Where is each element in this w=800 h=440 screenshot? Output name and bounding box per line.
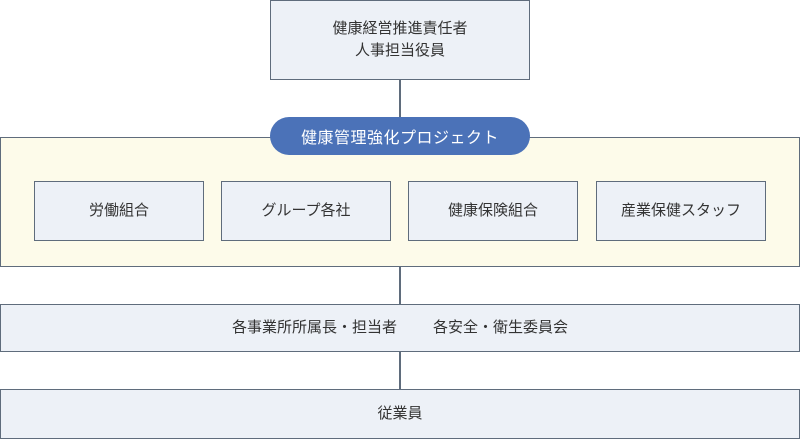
managers-label: 各事業所所属長・担当者 <box>231 318 397 337</box>
employees-label: 従業員 <box>377 404 423 423</box>
officer-title: 健康経営推進責任者 <box>332 19 468 38</box>
member-box-labor-union: 労働組合 <box>34 181 204 241</box>
committees-label: 各安全・衛生委員会 <box>433 318 569 337</box>
member-box-health-insurance-union: 健康保険組合 <box>408 181 578 241</box>
connector-top-to-project <box>399 80 401 118</box>
project-title-pill: 健康管理強化プロジェクト <box>270 117 530 155</box>
member-box-occupational-health-staff: 産業保健スタッフ <box>596 181 766 241</box>
member-box-group-companies: グループ各社 <box>221 181 391 241</box>
connector-project-to-managers <box>399 267 401 304</box>
officer-role: 人事担当役員 <box>354 41 445 59</box>
health-management-officer-box: 健康経営推進責任者 人事担当役員 <box>270 0 530 80</box>
managers-committees-bar: 各事業所所属長・担当者 各安全・衛生委員会 <box>0 304 800 352</box>
employees-bar: 従業員 <box>0 389 800 439</box>
connector-managers-to-employees <box>399 352 401 389</box>
